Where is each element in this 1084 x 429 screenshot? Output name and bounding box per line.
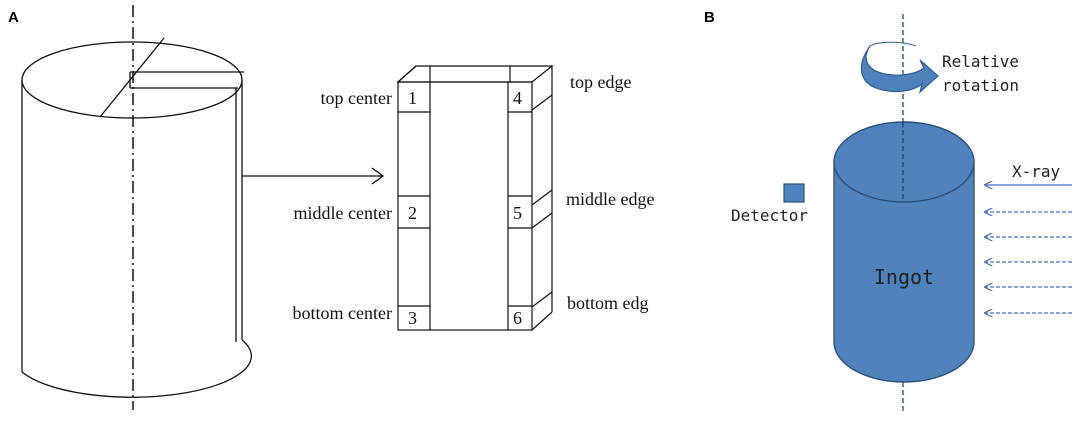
cell-number-6: 6 xyxy=(513,308,522,328)
sample-block xyxy=(396,65,554,331)
rotation-label-line1: Relative xyxy=(942,52,1019,71)
cylinder xyxy=(21,37,252,398)
arrow-to-block xyxy=(242,167,385,185)
ingot-cylinder xyxy=(833,121,975,383)
label-top-center: top center xyxy=(321,88,392,108)
panel-b-label: B xyxy=(704,9,715,26)
panel-a-label: A xyxy=(8,9,19,26)
detector-icon xyxy=(783,183,805,203)
rotation-arrow-icon xyxy=(860,41,939,94)
label-top-edge: top edge xyxy=(570,72,631,92)
rotation-label-line2: rotation xyxy=(942,76,1019,95)
detector-label: Detector xyxy=(731,206,808,225)
cell-number-3: 3 xyxy=(408,308,417,328)
ingot-label: Ingot xyxy=(874,265,934,289)
cell-number-5: 5 xyxy=(513,203,522,223)
xray-arrows xyxy=(985,185,1072,313)
cell-number-2: 2 xyxy=(408,203,417,223)
xray-label: X-ray xyxy=(1012,162,1061,181)
label-middle-center: middle center xyxy=(294,203,392,223)
label-middle-edge: middle edge xyxy=(566,189,654,209)
cell-number-1: 1 xyxy=(408,88,417,108)
label-bottom-edge: bottom edg xyxy=(567,293,649,313)
label-bottom-center: bottom center xyxy=(293,303,392,323)
cell-number-4: 4 xyxy=(513,88,522,108)
